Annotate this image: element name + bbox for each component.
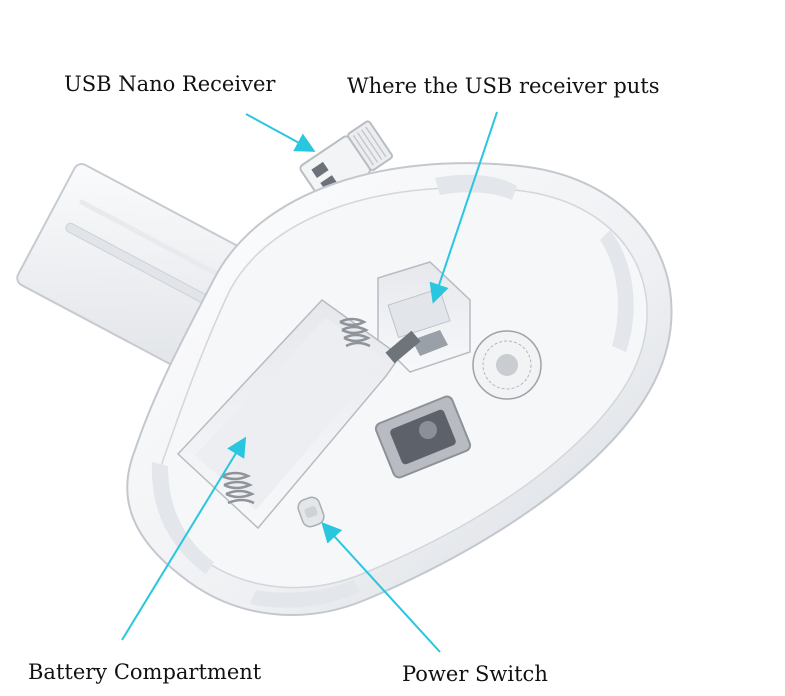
battery-compartment-label: Battery Compartment	[28, 660, 262, 684]
power-switch	[297, 496, 325, 528]
arrow-power-switch	[321, 522, 441, 653]
callout-arrows	[121, 111, 498, 653]
usb-nano-receiver-label: USB Nano Receiver	[64, 72, 276, 96]
certification-sticker	[472, 330, 542, 400]
power-switch-label: Power Switch	[402, 662, 548, 686]
battery-spring-icon	[221, 317, 371, 505]
usb-receiver-slot-label: Where the USB receiver puts	[347, 74, 660, 98]
mouse-underside	[126, 162, 673, 616]
optical-sensor	[374, 395, 472, 479]
arrow-battery	[121, 436, 247, 641]
battery-compartment	[176, 299, 421, 530]
arrow-receiver-slot	[429, 111, 498, 304]
arrow-usb-nano	[245, 113, 316, 152]
